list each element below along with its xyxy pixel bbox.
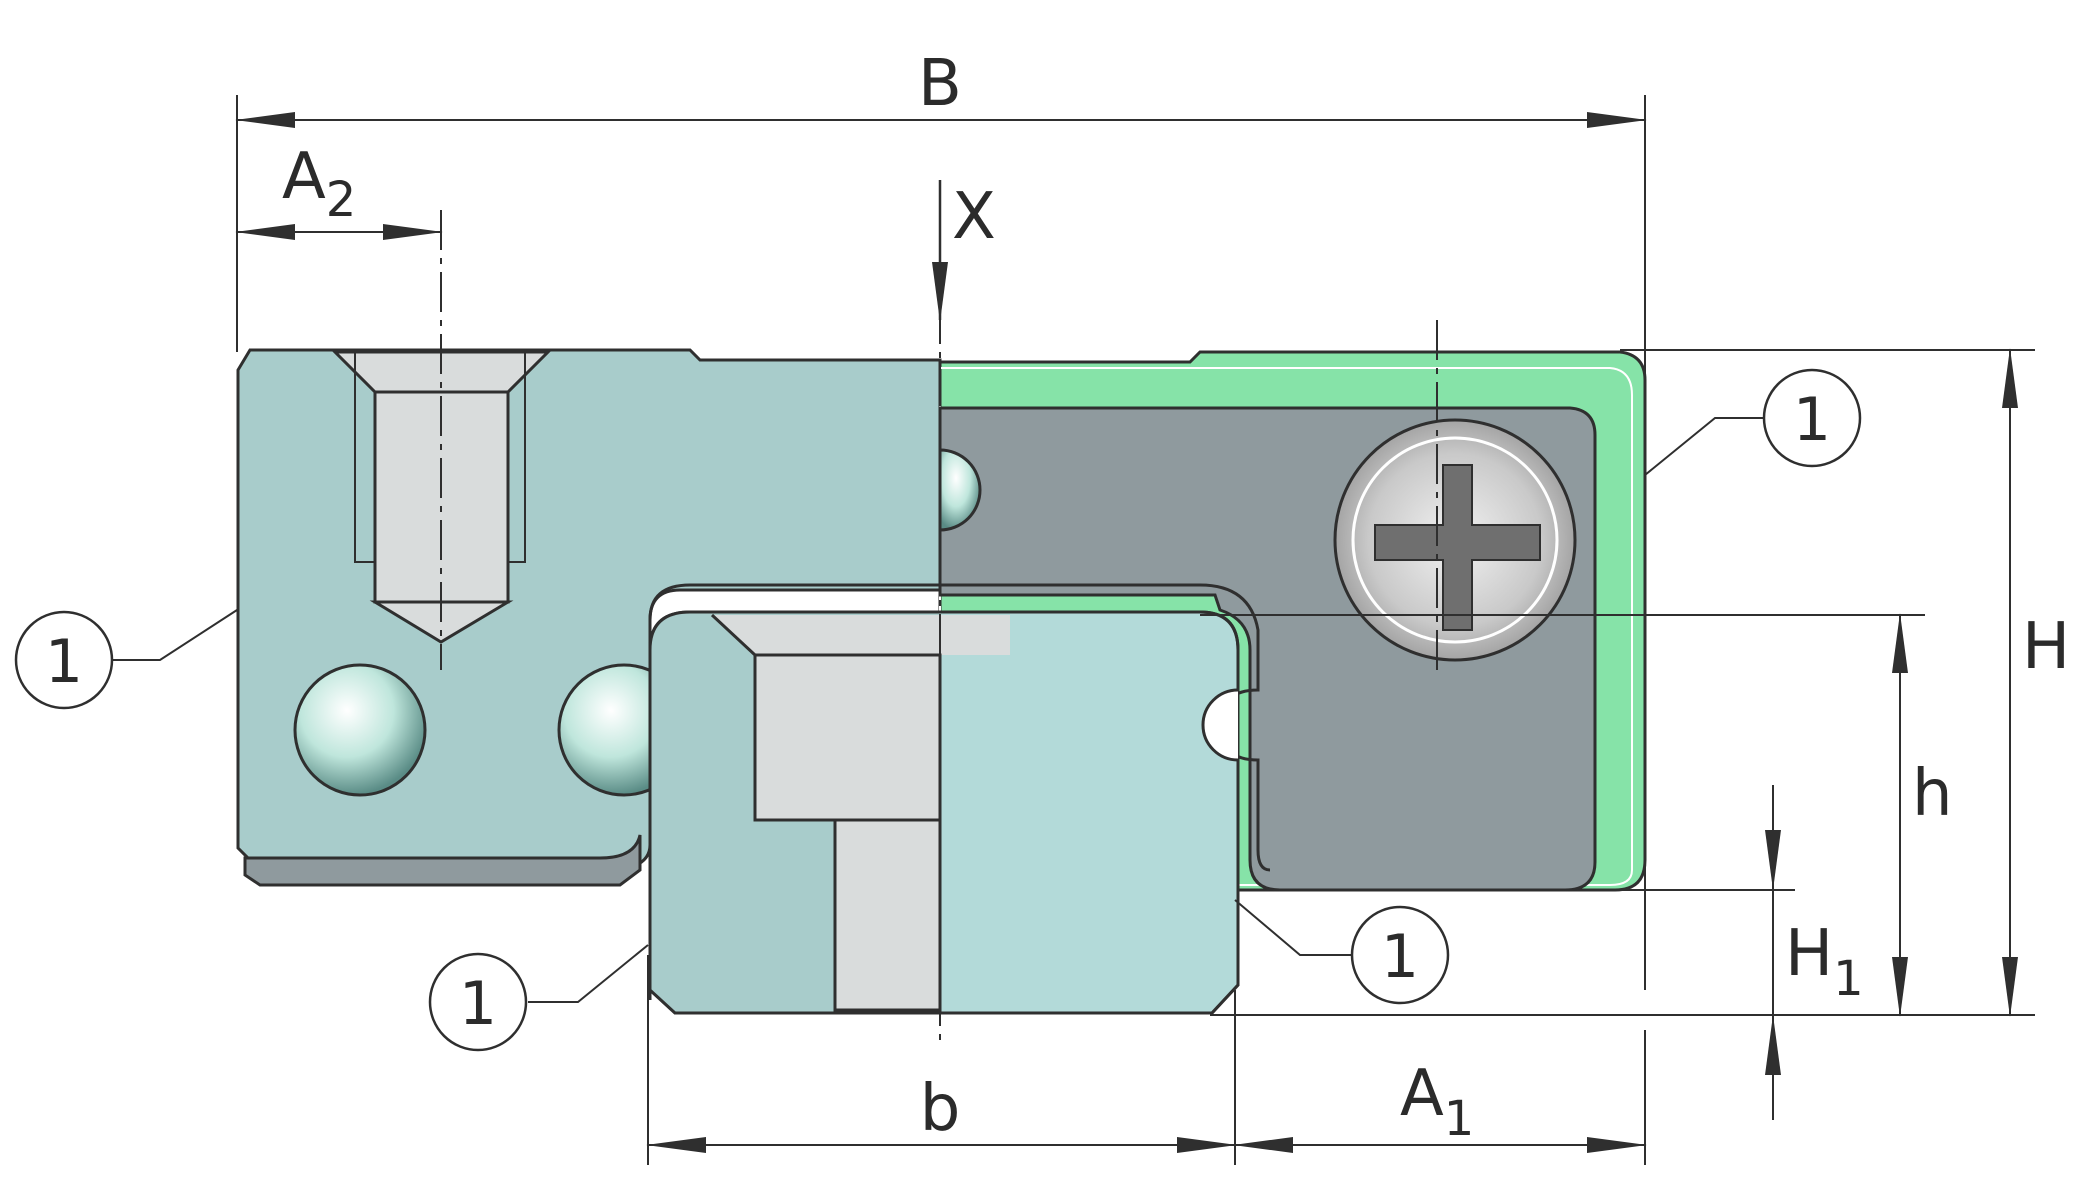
svg-text:1: 1 (1793, 385, 1831, 455)
callout-bubble-bottom-left: 1 (428, 952, 528, 1052)
callout-bubble-left: 1 (14, 610, 114, 710)
label-X: X (952, 180, 996, 254)
countersunk-hole (331, 210, 552, 670)
label-b: b (920, 1072, 961, 1146)
guide-rail (648, 583, 1271, 1015)
callout-bubble-top-right: 1 (1762, 368, 1862, 468)
label-h: h (1912, 757, 1953, 831)
label-A1: A1 (1400, 1057, 1474, 1147)
half-ball (938, 448, 982, 532)
label-A2: A2 (282, 140, 356, 228)
callout-bubble-bottom-right: 1 (1350, 905, 1450, 1005)
label-H: H (2022, 610, 2070, 684)
callout-leaders (110, 417, 1765, 1003)
label-B: B (918, 47, 962, 121)
phillips-screw-head (1333, 320, 1577, 670)
label-H1: H1 (1785, 917, 1864, 1007)
svg-text:1: 1 (459, 969, 497, 1039)
svg-text:1: 1 (1381, 922, 1419, 992)
ball-left (293, 663, 427, 797)
svg-text:1: 1 (45, 627, 83, 697)
dimension-lines (235, 95, 2035, 1165)
